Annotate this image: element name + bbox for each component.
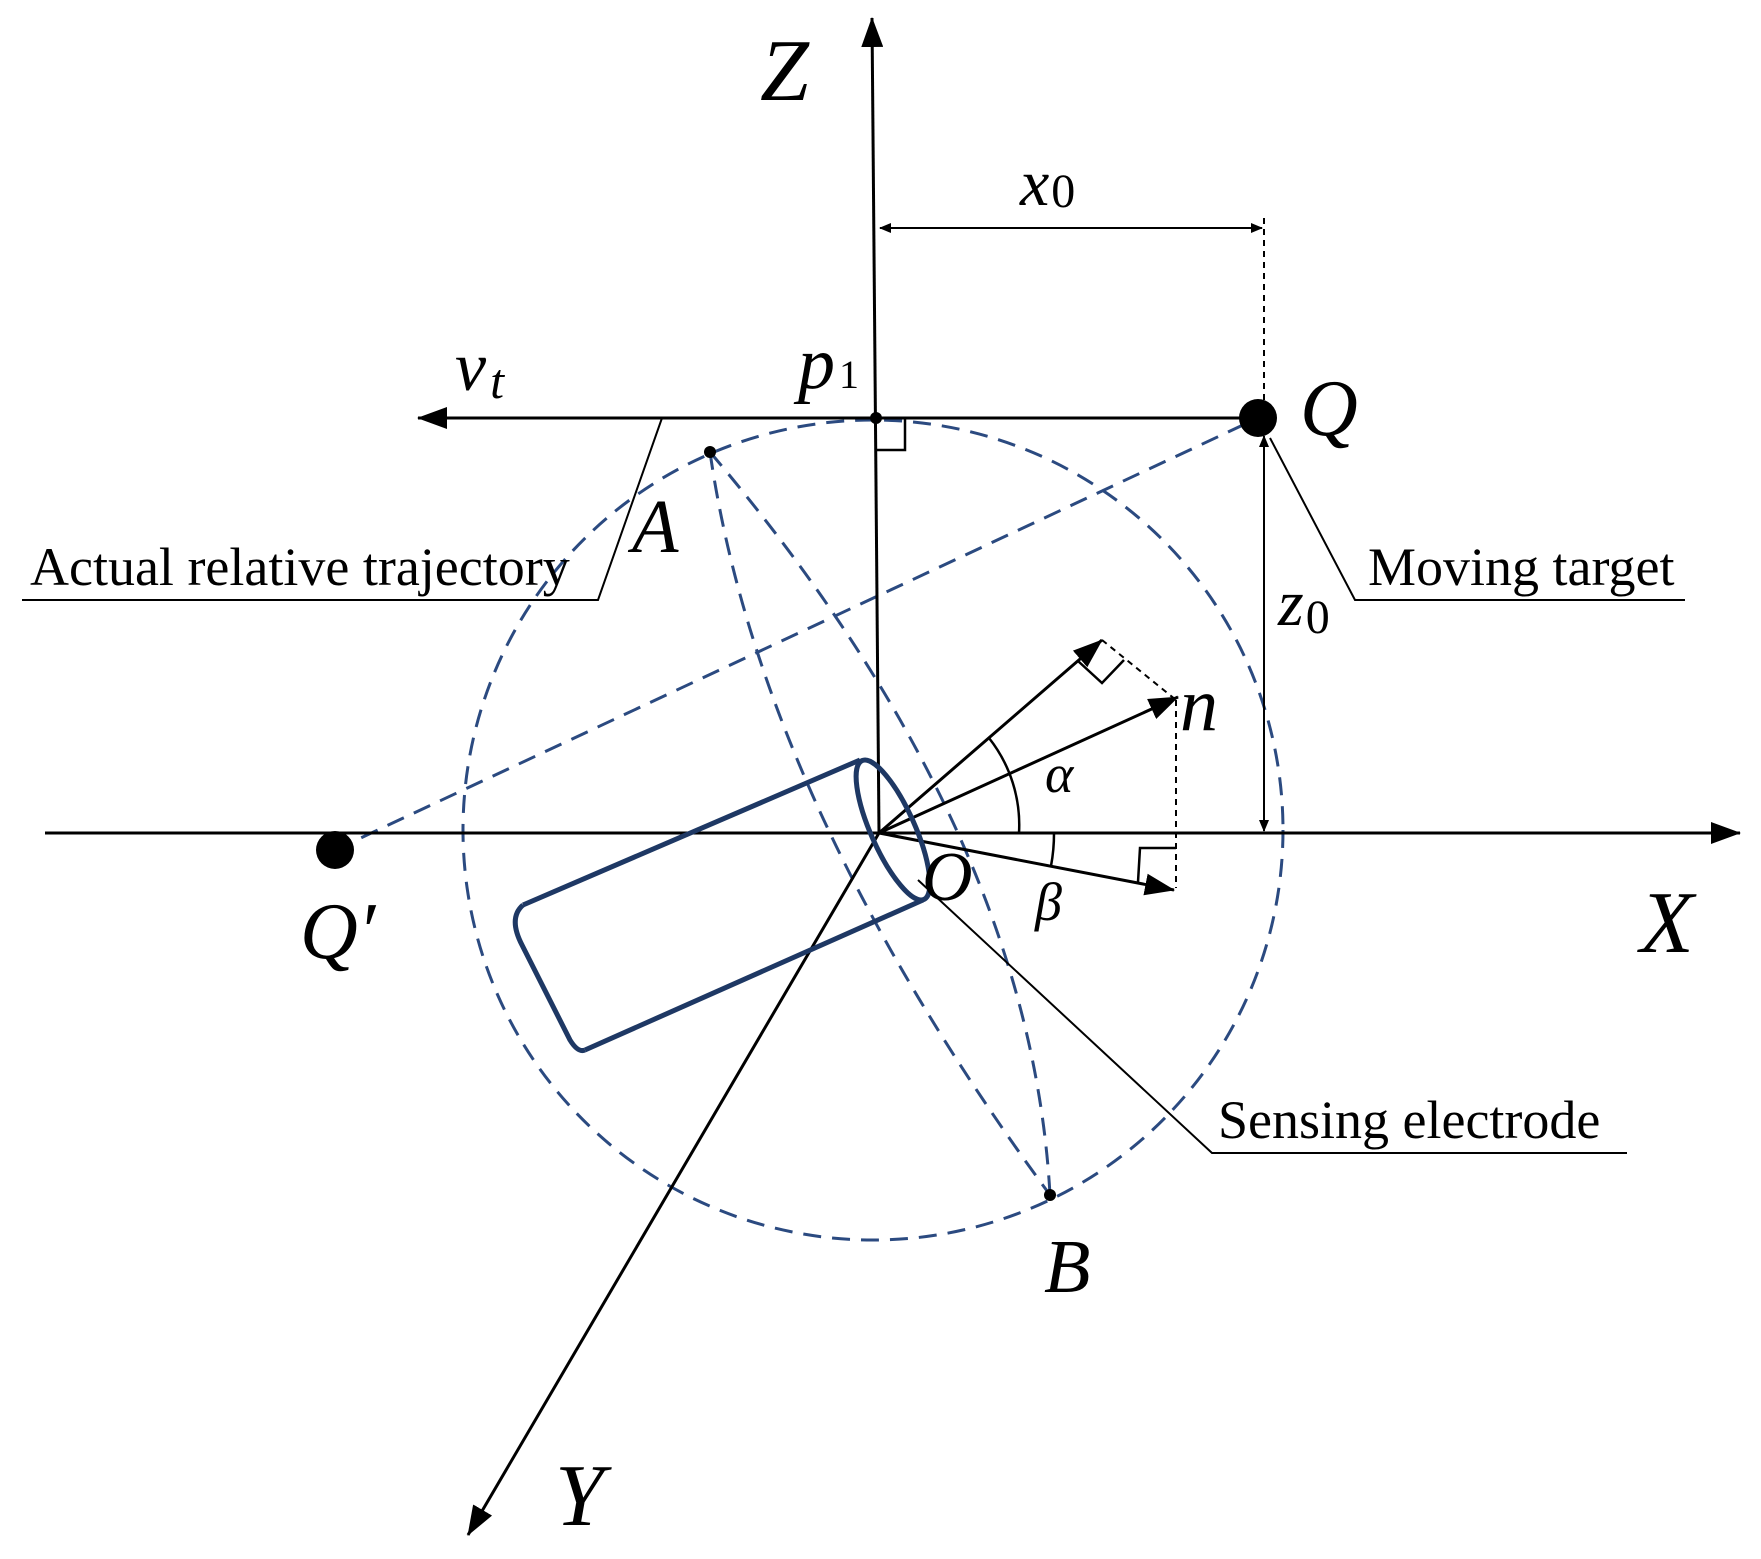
alpha-label: α	[1045, 744, 1075, 804]
normal-vector-n	[878, 695, 1179, 835]
n-label: n	[1180, 663, 1218, 747]
callout-trajectory-text: Actual relative trajectory	[30, 537, 570, 597]
callout-leader-target	[1269, 437, 1685, 601]
callout-target-text: Moving target	[1368, 537, 1674, 597]
dashed-sphere-circle	[461, 418, 1285, 1242]
angle-arc-alpha	[988, 737, 1021, 834]
right-angle-mark-p1	[877, 418, 907, 452]
right-angle-mark-upper	[1077, 659, 1125, 685]
dashed-line-q-prime-to-q	[334, 416, 1259, 852]
n-upper-component	[878, 638, 1103, 835]
point-b	[1044, 1189, 1056, 1201]
dashed-disk-ellipse-left	[708, 451, 1052, 1196]
point-a	[704, 446, 716, 458]
callout-leader-trajectory	[22, 417, 663, 601]
x0-label: x0	[1019, 147, 1075, 220]
z-axis	[861, 17, 884, 834]
point-q-prime	[316, 831, 354, 869]
vt-label: vt	[455, 329, 505, 409]
z-axis-label: Z	[760, 23, 810, 120]
a-label: A	[627, 485, 679, 569]
point-p1	[870, 412, 882, 424]
b-label: B	[1044, 1225, 1090, 1309]
z0-label: z0	[1277, 567, 1330, 644]
dashed-disk-ellipse-right	[708, 451, 1052, 1196]
callout-leader-electrode	[917, 879, 1627, 1154]
right-angle-mark-lower	[1136, 846, 1176, 883]
y-axis	[466, 832, 881, 1536]
beta-label: β	[1034, 872, 1062, 932]
x-axis-label: X	[1637, 875, 1697, 972]
y-axis-label: Y	[555, 1448, 612, 1545]
q-prime-label: Q′	[300, 888, 377, 976]
callout-electrode-text: Sensing electrode	[1218, 1090, 1600, 1150]
point-q	[1239, 399, 1277, 437]
n-lower-component	[878, 831, 1175, 896]
sensing-electrode-cylinder	[512, 757, 933, 1053]
n-projection-upper	[1101, 639, 1177, 701]
q-label: Q	[1300, 365, 1358, 453]
angle-arc-beta	[1049, 832, 1056, 867]
o-label: O	[922, 839, 973, 916]
